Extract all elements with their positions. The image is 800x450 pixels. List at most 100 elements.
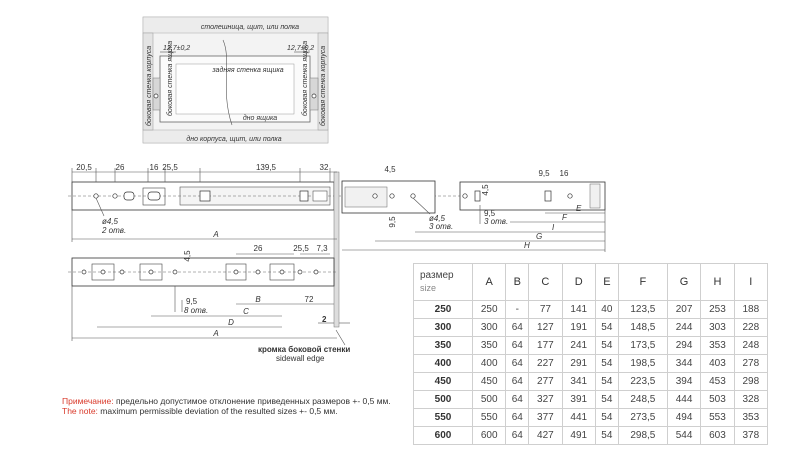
dim-rear-9-5: 9,5 (538, 169, 550, 178)
rear-hole-diameter: ø4,5 (429, 214, 446, 223)
table-cell: 64 (505, 354, 530, 373)
column-header-F: F (617, 263, 668, 301)
table-cell: 400 (471, 354, 507, 373)
dim-rear-4-5: 4,5 (384, 165, 396, 174)
bracket-dim-26: 26 (254, 244, 263, 253)
table-cell: 77 (528, 300, 563, 319)
dim-rear-16: 16 (560, 169, 569, 178)
note-ru-text: предельно допустимое отклонение приведен… (115, 396, 391, 406)
dim-A-bracket: A (212, 329, 218, 338)
table-cell: 177 (528, 336, 563, 355)
column-header-A: A (471, 263, 507, 301)
table-cell: 191 (561, 318, 596, 337)
size-cell: 600 (413, 426, 473, 445)
table-cell: 603 (700, 426, 735, 445)
table-cell: 550 (471, 408, 507, 427)
table-cell: 353 (700, 336, 735, 355)
table-cell: - (505, 300, 530, 319)
table-cell: 494 (666, 408, 702, 427)
size-label-en: size (420, 283, 437, 293)
size-column-header: размер size (413, 263, 473, 301)
table-cell: 54 (594, 390, 619, 409)
table-cell: 600 (471, 426, 507, 445)
dim-26: 26 (116, 163, 125, 172)
table-cell: 188 (733, 300, 769, 319)
dim-end-4-5: 4,5 (481, 184, 490, 196)
table-cell: 377 (528, 408, 563, 427)
table-cell: 207 (666, 300, 702, 319)
table-cell: 394 (666, 372, 702, 391)
table-cell: 298,5 (617, 426, 668, 445)
size-cell: 300 (413, 318, 473, 337)
table-cell: 40 (594, 300, 619, 319)
column-header-B: B (505, 263, 530, 301)
bracket-dim-9-5: 9,5 (186, 297, 198, 306)
side-wall-right-label: боковая стенка корпуса (319, 46, 327, 126)
table-cell: 300 (471, 318, 507, 337)
note-ru-key: Примечание: (62, 396, 114, 406)
table-cell: 54 (594, 408, 619, 427)
sidewall-edge-label-ru: кромка боковой стенки (258, 345, 350, 354)
gap-left-label: 12,7±0,2 (163, 45, 190, 52)
dim-H: H (524, 241, 530, 250)
gap-right-label: 12,7±0,2 (287, 45, 314, 52)
side-wall-left-label: боковая стенка корпуса (145, 46, 153, 126)
table-cell: 241 (561, 336, 596, 355)
table-cell: 391 (561, 390, 596, 409)
drawer-bottom-label: дно ящика (243, 114, 277, 122)
back-wall-label: задняя стенка ящика (211, 66, 283, 74)
table-cell: 228 (733, 318, 769, 337)
dim-G: G (536, 232, 542, 241)
front-hole-diameter: ø4,5 (102, 217, 119, 226)
column-header-G: G (666, 263, 702, 301)
table-cell: 453 (700, 372, 735, 391)
note-en: The note: maximum permissible deviation … (62, 406, 391, 416)
table-cell: 341 (561, 372, 596, 391)
front-hole-count: 2 отв. (101, 226, 126, 235)
bracket-dim-4-5: 4,5 (183, 250, 192, 262)
table-cell: 250 (471, 300, 507, 319)
table-cell: 327 (528, 390, 563, 409)
table-cell: 64 (505, 318, 530, 337)
column-header-C: C (528, 263, 563, 301)
table-cell: 303 (700, 318, 735, 337)
end-9-5: 9,5 (484, 209, 496, 218)
drawer-side-right-label: боковая стенка ящика (301, 41, 309, 116)
table-cell: 54 (594, 354, 619, 373)
dim-139-5: 139,5 (256, 163, 277, 172)
table-cell: 244 (666, 318, 702, 337)
table-cell: 223,5 (617, 372, 668, 391)
table-cell: 54 (594, 318, 619, 337)
bracket-view: 4,5 26 25,5 7,3 9,5 8 отв. B 72 C D A 2 … (68, 244, 350, 363)
table-cell: 353 (733, 408, 769, 427)
height-9-5: 9,5 (388, 216, 397, 228)
table-cell: 64 (505, 372, 530, 391)
bracket-dim-25-5: 25,5 (293, 244, 309, 253)
dim-16: 16 (150, 163, 159, 172)
table-cell: 227 (528, 354, 563, 373)
table-cell: 298 (733, 372, 769, 391)
table-cell: 127 (528, 318, 563, 337)
dim-A-rail: A (212, 230, 218, 239)
dim-B: B (255, 295, 261, 304)
table-cell: 173,5 (617, 336, 668, 355)
notes: Примечание: предельно допустимое отклоне… (62, 396, 391, 416)
size-cell: 450 (413, 372, 473, 391)
rail-end (459, 181, 606, 211)
table-cell: 378 (733, 426, 769, 445)
dim-20-5: 20,5 (76, 163, 92, 172)
table-cell: 54 (594, 372, 619, 391)
rail-view: 20,5 26 16 25,5 139,5 32 4,5 9,5 16 4,5 … (68, 163, 606, 328)
sidewall-edge (333, 171, 340, 328)
dim-F: F (562, 213, 568, 222)
top-section-view: столешница, щит, или полка задняя стенка… (142, 16, 329, 144)
